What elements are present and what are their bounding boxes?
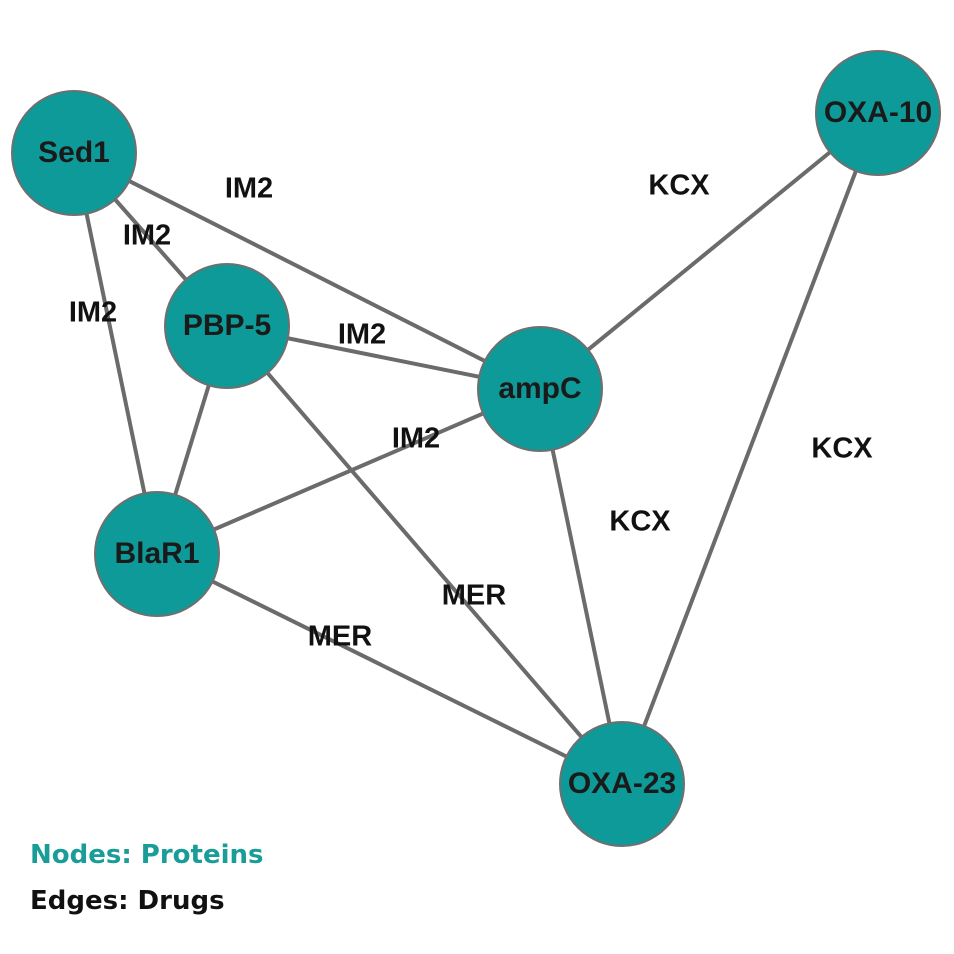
edge-ampc-oxa23 bbox=[538, 388, 624, 785]
node-circle-ampc bbox=[477, 326, 603, 452]
node-label-pbp5: PBP-5 bbox=[183, 309, 271, 342]
edge-label-sed1-ampc: IM2 bbox=[225, 173, 273, 205]
node-label-oxa23: OXA-23 bbox=[568, 767, 676, 800]
edge-blar1-ampc bbox=[156, 387, 541, 556]
node-circle-oxa23 bbox=[559, 721, 685, 847]
node-label-oxa10: OXA-10 bbox=[824, 96, 932, 129]
edge-ampc-oxa10 bbox=[538, 111, 880, 391]
edge-label-sed1-pbp5: IM2 bbox=[123, 220, 171, 252]
edge-label-blar1-oxa23: MER bbox=[308, 621, 373, 653]
node-oxa23: OXA-23 bbox=[559, 721, 685, 847]
node-circle-sed1 bbox=[11, 90, 137, 216]
node-label-blar1: BlaR1 bbox=[114, 537, 199, 570]
edge-label-blar1-ampc: IM2 bbox=[392, 423, 440, 455]
node-circle-oxa10 bbox=[815, 50, 941, 176]
node-sed1: Sed1 bbox=[11, 90, 137, 216]
node-label-sed1: Sed1 bbox=[38, 136, 110, 169]
legend-nodes: Nodes: Proteins bbox=[30, 840, 264, 870]
legend-edges: Edges: Drugs bbox=[30, 886, 225, 916]
edge-label-sed1-blar1: IM2 bbox=[69, 297, 117, 329]
edge-label-ampc-oxa23: KCX bbox=[609, 506, 671, 538]
edge-label-pbp5-ampc: IM2 bbox=[338, 319, 386, 351]
node-oxa10: OXA-10 bbox=[815, 50, 941, 176]
node-blar1: BlaR1 bbox=[94, 491, 220, 617]
edge-sed1-ampc bbox=[73, 151, 541, 391]
node-ampc: ampC bbox=[477, 326, 603, 452]
edge-sed1-blar1 bbox=[72, 152, 159, 555]
edge-label-ampc-oxa10: KCX bbox=[648, 170, 710, 202]
node-circle-blar1 bbox=[94, 491, 220, 617]
edge-label-oxa10-oxa23: KCX bbox=[811, 433, 873, 465]
node-circle-pbp5 bbox=[164, 263, 290, 389]
node-pbp5: PBP-5 bbox=[164, 263, 290, 389]
edge-oxa10-oxa23 bbox=[620, 112, 880, 785]
edge-label-pbp5-oxa23: MER bbox=[442, 580, 507, 612]
node-label-ampc: ampC bbox=[498, 372, 581, 405]
edges-group bbox=[72, 111, 880, 786]
edge-blar1-oxa23 bbox=[156, 552, 623, 786]
edge-pbp5-oxa23 bbox=[225, 324, 624, 786]
